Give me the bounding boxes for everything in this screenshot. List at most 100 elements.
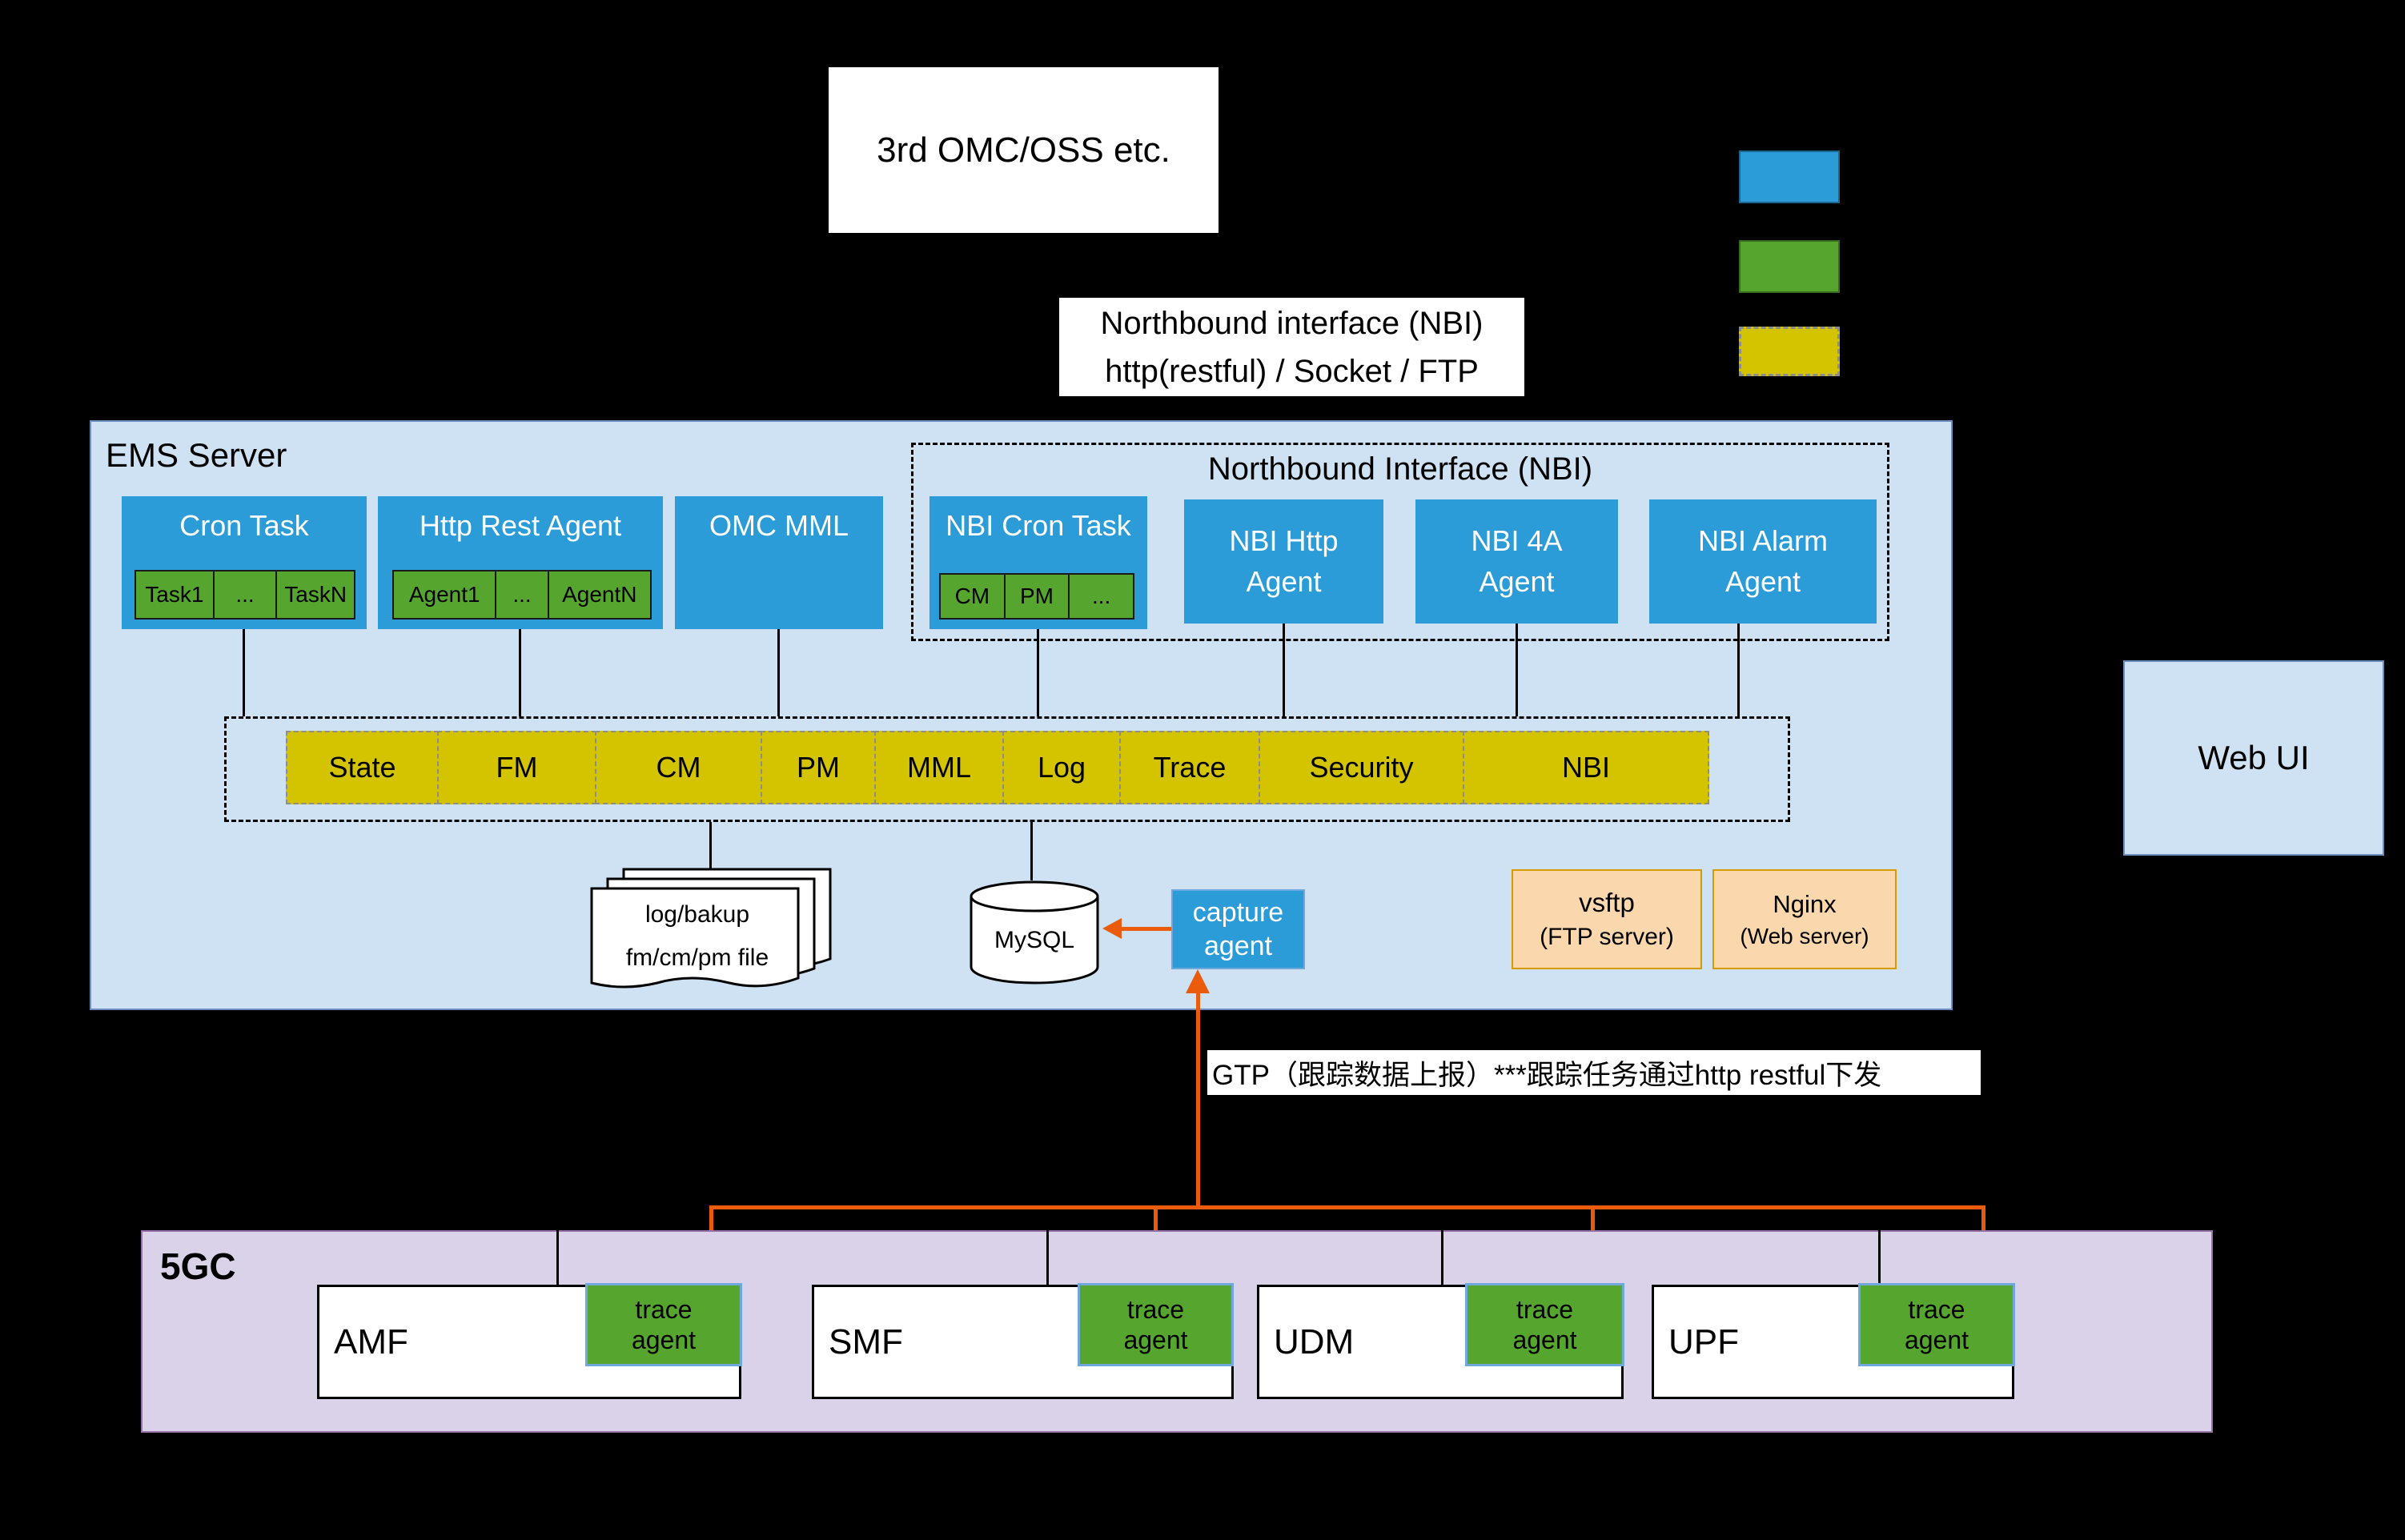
third-party-omc-label: 3rd OMC/OSS etc. [877,130,1170,170]
omc-to-nbi-line [1022,233,1025,420]
trace-agent-line1: trace [635,1294,693,1324]
service-cell-trace: Trace [1119,731,1260,804]
udm-stub-line [1441,1230,1443,1285]
nbi-alarm-agent-box: NBI Alarm Agent [1649,499,1877,624]
capture-to-mysql-line [1121,927,1171,931]
smf-trace-agent: trace agent [1078,1283,1234,1366]
omc-mml-title: OMC MML [709,509,849,542]
capture-agent-box: capture agent [1171,889,1305,969]
task-chip: ... [212,570,278,620]
udm-trace-agent: trace agent [1465,1283,1624,1366]
service-bus-container [224,716,1790,822]
cron-task-box: Cron Task Task1 ... TaskN [122,496,367,629]
upf-stub-line [1878,1230,1881,1285]
nbi-http-agent-bus-line [1283,624,1285,716]
gtp-note-label: GTP（跟踪数据上报）***跟踪任务通过http restful下发 [1207,1050,1981,1095]
nbi-http-agent-label: NBI Http Agent [1229,524,1339,598]
web-ui-box: Web UI [2123,660,2384,856]
amf-stub-line [556,1230,559,1285]
log-file-stack: log/bakup fm/cm/pm file [585,866,841,1001]
nbi-4a-agent-bus-line [1516,624,1518,716]
trace-agent-line1: trace [1126,1294,1185,1324]
nbi-chip: PM [1003,573,1070,620]
udm-label: UDM [1274,1321,1355,1362]
service-cell-log: Log [1002,731,1121,804]
upf-label: UPF [1668,1321,1739,1362]
smf-label: SMF [829,1321,903,1362]
trace-agent-line1: trace [1908,1294,1965,1324]
service-cell-security: Security [1259,731,1464,804]
capture-to-mysql-arrowhead [1102,918,1122,939]
service-cell-state: State [286,731,439,804]
agent-chip: Agent1 [392,570,497,620]
vsftp-line1: vsftp [1579,887,1635,917]
nginx-line2: (Web server) [1740,923,1869,948]
web-ui-label: Web UI [2198,739,2310,776]
smf-stub-line [1046,1230,1049,1285]
trace-agent-line2: agent [1123,1325,1188,1354]
service-bus-row: State FM CM PM MML Log Trace Security NB… [286,731,1709,804]
http-rest-agent-box: Http Rest Agent Agent1 ... AgentN [378,496,663,629]
nbi-protocol-label: Northbound interface (NBI) http(restful)… [1059,298,1524,396]
nbi-cron-task-bus-line [1037,629,1039,716]
bus-to-mysql-line [1030,822,1033,880]
cron-task-title: Cron Task [179,509,309,542]
nbi-cron-task-box: NBI Cron Task CM PM ... [929,496,1147,629]
legend-green-swatch [1739,240,1840,293]
http-rest-agent-bus-line [519,629,521,716]
service-cell-fm: FM [437,731,596,804]
service-cell-cm: CM [595,731,762,804]
nginx-line1: Nginx [1773,889,1837,918]
gtp-note-text: GTP（跟踪数据上报）***跟踪任务通过http restful下发 [1212,1059,1882,1091]
legend-yellow-swatch [1739,327,1840,376]
trace-agent-line1: trace [1516,1294,1574,1324]
nbi-alarm-agent-bus-line [1737,624,1740,716]
service-cell-pm: PM [761,731,876,804]
mysql-cylinder-icon [970,880,1099,985]
nbi-http-agent-box: NBI Http Agent [1184,499,1383,624]
nbi-dashed-container: Northbound Interface (NBI) [911,443,1889,641]
ems-server-title: EMS Server [106,436,287,474]
nbi-container-title: Northbound Interface (NBI) [1207,451,1593,487]
third-party-omc-box: 3rd OMC/OSS etc. [829,67,1219,233]
amf-label: AMF [334,1321,408,1362]
nbi-chip: CM [939,573,1006,620]
nbi-cron-task-chips: CM PM ... [939,573,1135,620]
cron-task-bus-line [243,629,245,716]
mysql-db: MySQL [968,879,1101,987]
task-chip: TaskN [275,570,356,620]
agent-chip: ... [495,570,549,620]
nginx-box: Nginx (Web server) [1712,869,1897,969]
http-rest-agent-title: Http Rest Agent [419,509,622,542]
trace-riser-arrowhead [1186,969,1210,993]
fivegc-title: 5GC [160,1245,236,1287]
trace-agent-line2: agent [1512,1325,1577,1354]
vsftp-line2: (FTP server) [1540,923,1674,950]
file-stack-line2: fm/cm/pm file [625,944,769,971]
mysql-label: MySQL [994,927,1075,953]
nbi-protocol-line2: http(restful) / Socket / FTP [1105,353,1479,389]
bus-to-files-line [709,822,712,872]
capture-agent-line1: capture [1192,896,1284,928]
nbi-cron-task-title: NBI Cron Task [946,509,1131,542]
http-rest-agent-chips: Agent1 ... AgentN [392,570,652,620]
service-cell-nbi: NBI [1463,731,1709,804]
vsftp-box: vsftp (FTP server) [1512,869,1702,969]
nbi-4a-agent-box: NBI 4A Agent [1415,499,1618,624]
omc-mml-bus-line [777,629,780,716]
cron-task-chips: Task1 ... TaskN [135,570,356,620]
trace-agent-line2: agent [631,1325,697,1354]
agent-chip: AgentN [547,570,652,620]
nbi-protocol-line1: Northbound interface (NBI) [1100,305,1484,341]
capture-agent-line2: agent [1203,931,1273,961]
trace-agent-line2: agent [1904,1325,1969,1354]
nbi-4a-agent-label: NBI 4A Agent [1471,524,1563,598]
file-stack-icon [590,868,832,989]
upf-trace-agent: trace agent [1858,1283,2015,1366]
nbi-chip: ... [1068,573,1135,620]
legend-blue-swatch [1739,150,1840,203]
task-chip: Task1 [135,570,215,620]
file-stack-line1: log/bakup [644,901,750,928]
service-cell-mml: MML [874,731,1004,804]
